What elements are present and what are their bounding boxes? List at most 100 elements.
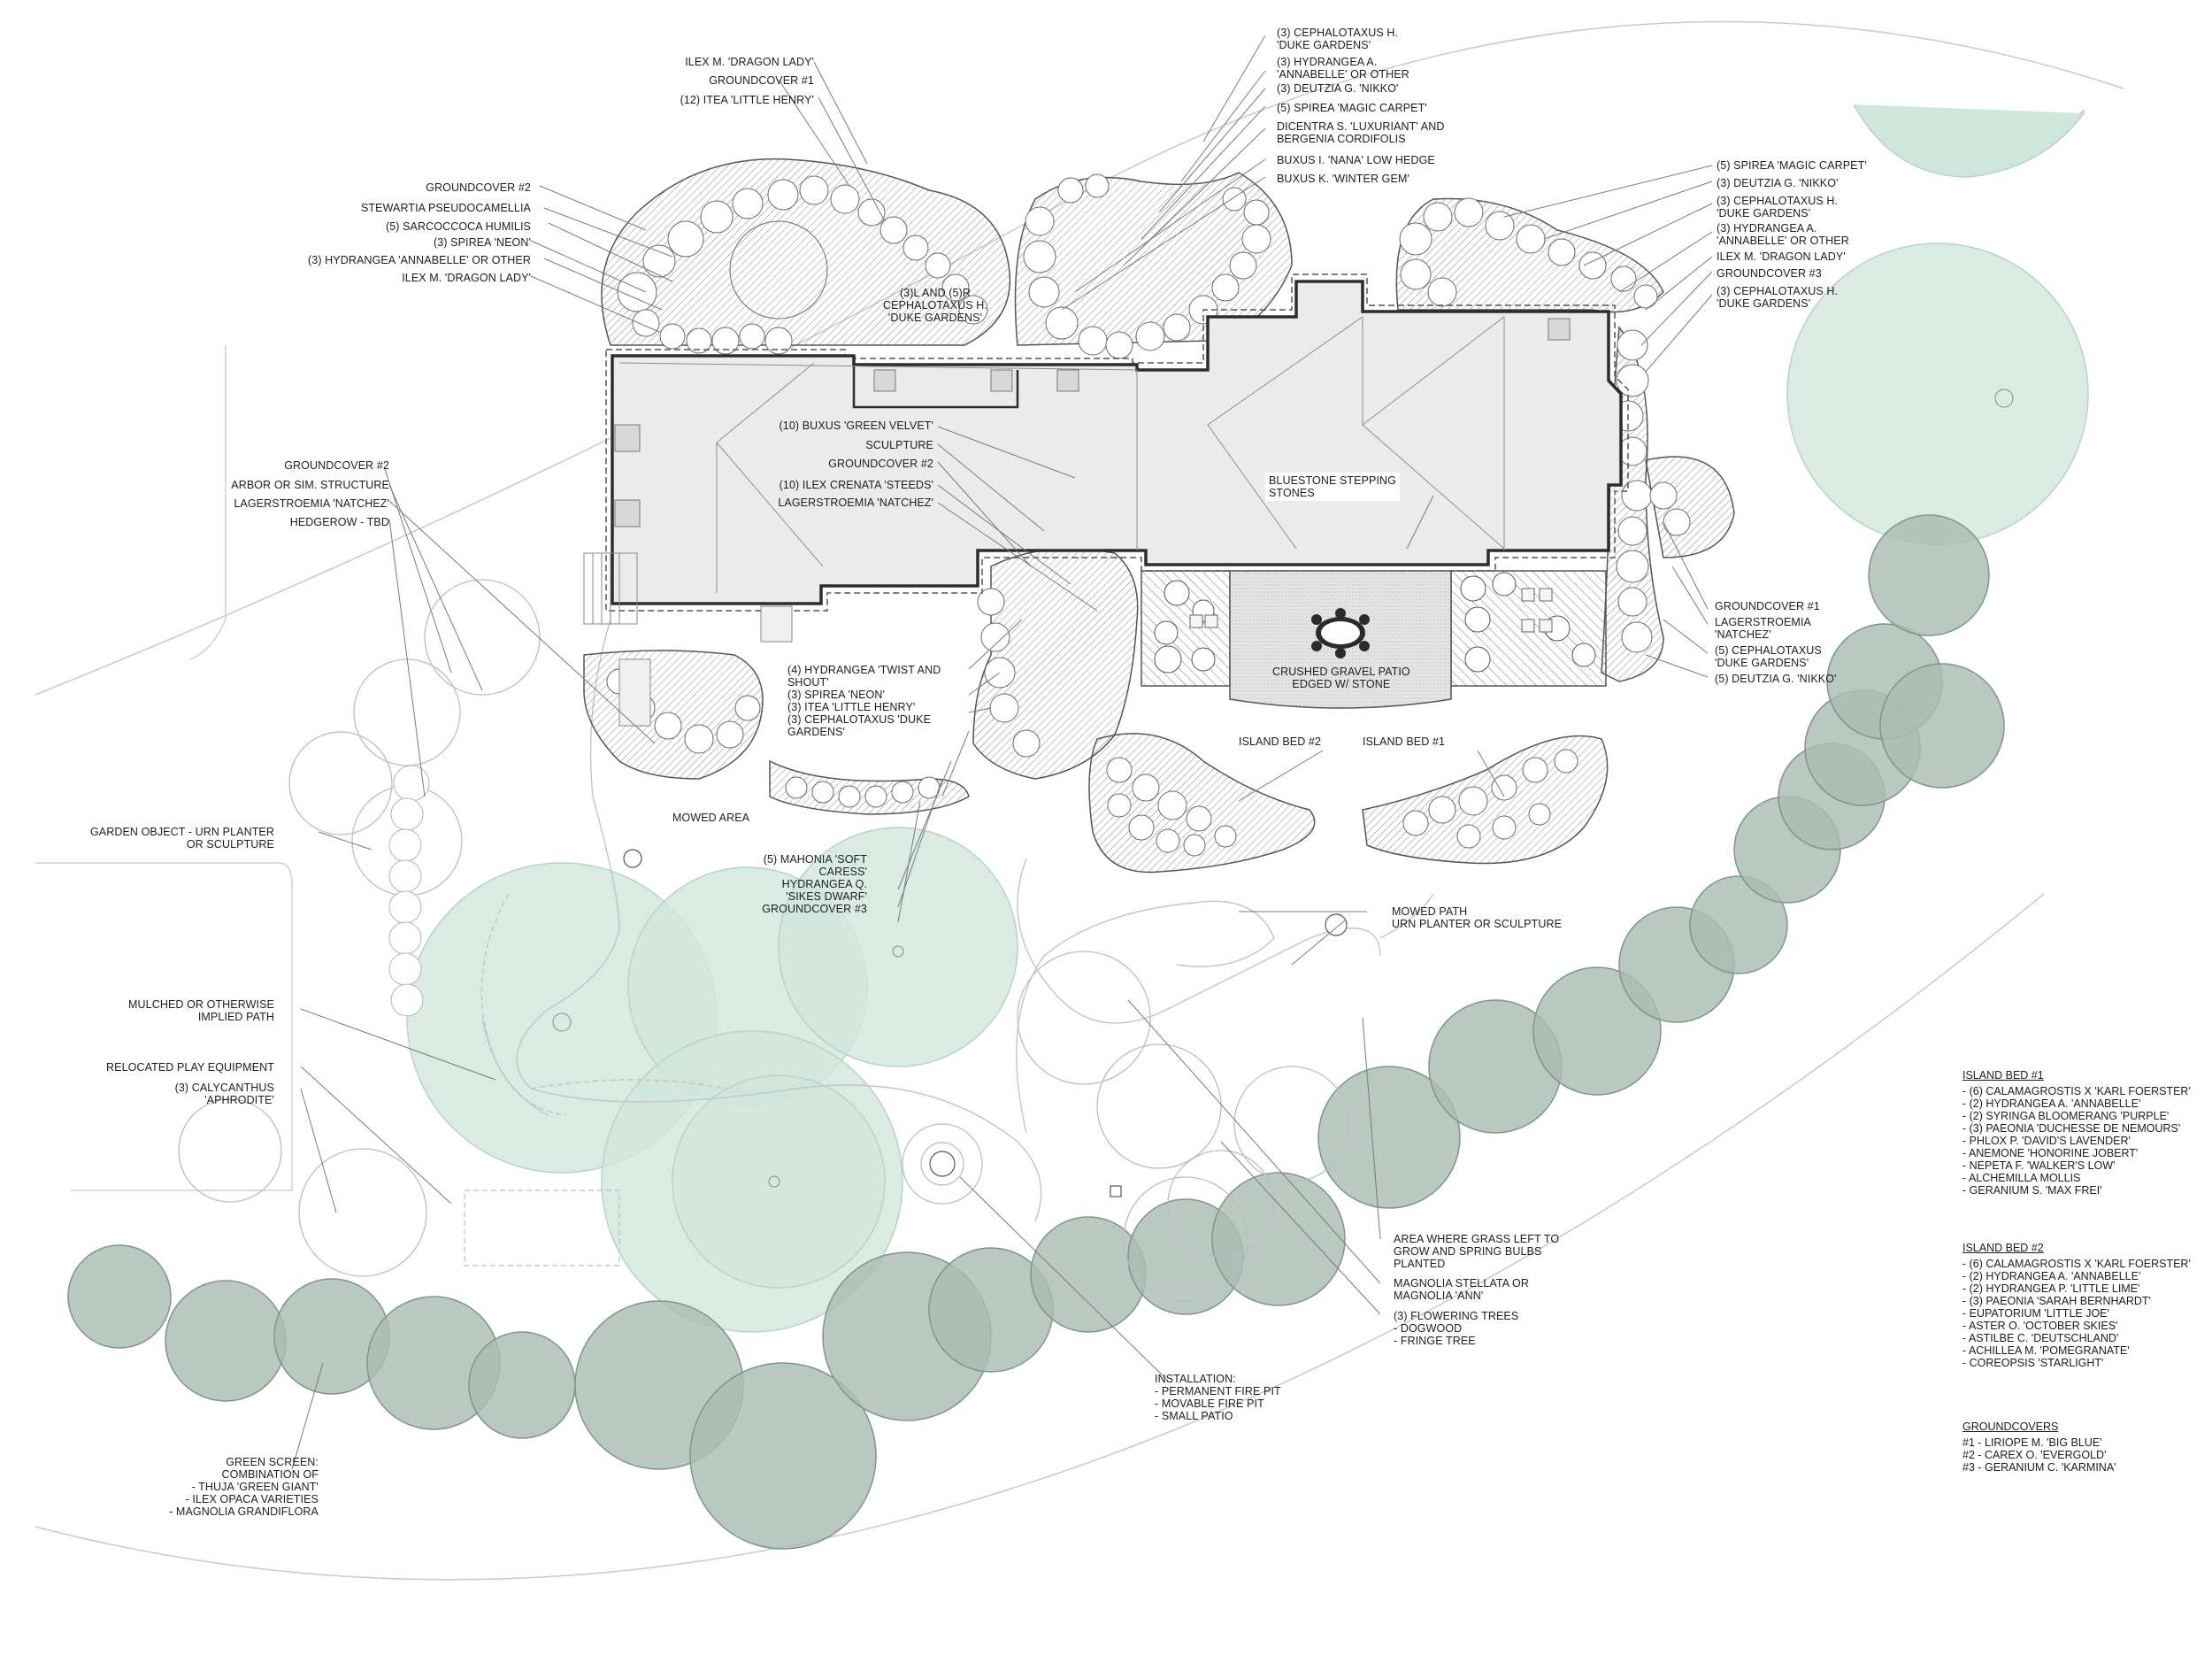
legend-item: - (3) PAEONIA 'SARAH BERNHARDT': [1962, 1295, 2151, 1307]
label-ne-cephalotaxus: (3) CEPHALOTAXUS H. 'DUKE GARDENS': [1717, 195, 1839, 219]
property-line-west2: [35, 862, 293, 1191]
label-cephalotaxus-l-r: (3)L AND (5)R CEPHALOTAXUS H. 'DUKE GARD…: [883, 287, 987, 324]
shrub-circles: [606, 173, 1691, 808]
house-wing-north: [852, 365, 1019, 409]
label-e-lagerstroemia: LAGERSTROEMIA 'NATCHEZ': [1715, 616, 1811, 641]
tree-canopy: [672, 1074, 886, 1289]
legend-item: - (2) HYDRANGEA P. 'LITTLE LIME': [1962, 1282, 2140, 1295]
screen-tree: [1689, 875, 1788, 974]
legend-item: - EUPATORIUM 'LITTLE JOE': [1962, 1307, 2109, 1320]
label-installation: INSTALLATION: - PERMANENT FIRE PIT - MOV…: [1155, 1373, 1281, 1422]
green-screen-trees: [67, 514, 2005, 1550]
legend-island-bed-2-title: ISLAND BED #2: [1962, 1242, 2044, 1254]
label-top-spirea: (5) SPIREA 'MAGIC CARPET': [1277, 102, 1427, 114]
label-groundcover1-top: GROUNDCOVER #1: [709, 74, 814, 87]
label-ilex-dragon-lady-top: ILEX M. 'DRAGON LADY': [685, 56, 814, 68]
mulched-path-dashed: [464, 893, 726, 1266]
small-object: [1110, 1185, 1122, 1197]
legend-item: - ANEMONE 'HONORINE JOBERT': [1962, 1147, 2139, 1159]
label-ilex-crenata: (10) ILEX CRENATA 'STEEDS': [779, 479, 933, 491]
legend-item: - (2) SYRINGA BLOOMERANG 'PURPLE': [1962, 1110, 2170, 1122]
label-ilex-dragon-lady-nw: ILEX M. 'DRAGON LADY': [402, 272, 531, 284]
fire-pit-ring: [920, 1142, 964, 1186]
label-top-cephalotaxus: (3) CEPHALOTAXUS H. 'DUKE GARDENS': [1277, 27, 1399, 51]
screen-tree: [689, 1362, 877, 1550]
legend-item: - ASTILBE C. 'DEUTSCHLAND': [1962, 1332, 2119, 1344]
label-groundcover2-c: GROUNDCOVER #2: [828, 458, 933, 470]
urn-planter-west: [623, 849, 642, 868]
label-hydrangea-twist: (4) HYDRANGEA 'TWIST AND SHOUT' (3) SPIR…: [787, 664, 941, 738]
label-mowed-area: MOWED AREA: [672, 812, 750, 824]
urn-planter-east: [1325, 913, 1348, 936]
roof-lines: [618, 316, 1505, 593]
hedgerow-circles: [388, 765, 430, 1017]
legend-item: #3 - GERANIUM C. 'KARMINA': [1962, 1461, 2116, 1474]
tree-canopy-top-right: [1853, 104, 2085, 178]
screen-tree: [1868, 514, 1990, 636]
legend-item: #2 - CAREX O. 'EVERGOLD': [1962, 1449, 2107, 1461]
house-outline: [611, 280, 1623, 605]
label-mowed-path: MOWED PATH URN PLANTER OR SCULPTURE: [1392, 905, 1563, 930]
label-sculpture: SCULPTURE: [865, 439, 933, 451]
legend-item: - (6) CALAMAGROSTIS X 'KARL FOERSTER': [1962, 1258, 2191, 1270]
label-hedgerow: HEDGEROW - TBD: [289, 516, 389, 528]
label-top-deutzia: (3) DEUTZIA G. 'NIKKO': [1277, 82, 1399, 95]
house: [605, 273, 1629, 612]
legend-island-bed-2: ISLAND BED #2 - (6) CALAMAGROSTIS X 'KAR…: [1962, 1242, 2191, 1369]
leader-lines: [291, 35, 1713, 1470]
fire-pit: [929, 1151, 956, 1177]
legend-item: - (3) PAEONIA 'DUCHESSE DE NEMOURS': [1962, 1122, 2181, 1135]
patio-furniture: [1189, 588, 1553, 633]
label-ne-ilex: ILEX M. 'DRAGON LADY': [1717, 250, 1846, 263]
label-dicentra: DICENTRA S. 'LUXURIANT' AND BERGENIA COR…: [1277, 120, 1445, 145]
tree-canopy: [778, 827, 1018, 1067]
label-relocated-play: RELOCATED PLAY EQUIPMENT: [106, 1061, 274, 1074]
legend-item: - (6) CALAMAGROSTIS X 'KARL FOERSTER': [1962, 1085, 2191, 1097]
label-ne-deutzia: (3) DEUTZIA G. 'NIKKO': [1717, 177, 1839, 189]
label-e-groundcover1: GROUNDCOVER #1: [1715, 600, 1820, 612]
legend-item: - (2) HYDRANGEA A. 'ANNABELLE': [1962, 1270, 2141, 1282]
legend-item: - ASTER O. 'OCTOBER SKIES': [1962, 1320, 2118, 1332]
label-hydrangea-annabelle-nw: (3) HYDRANGEA 'ANNABELLE' OR OTHER: [308, 254, 531, 266]
label-itea-little-henry: (12) ITEA 'LITTLE HENRY': [680, 94, 814, 106]
label-buxus-green-velvet: (10) BUXUS 'GREEN VELVET': [779, 420, 933, 432]
label-buxus-winter: BUXUS K. 'WINTER GEM': [1277, 173, 1409, 185]
label-island-bed2: ISLAND BED #2: [1239, 735, 1322, 748]
urn-planters: [623, 849, 1348, 1205]
legend-item: - (2) HYDRANGEA A. 'ANNABELLE': [1962, 1097, 2141, 1110]
island-beds: [1088, 733, 1609, 874]
label-e-deutzia: (5) DEUTZIA G. 'NIKKO': [1715, 673, 1837, 685]
label-ne-hydrangea: (3) HYDRANGEA A. 'ANNABELLE' OR OTHER: [1717, 222, 1849, 247]
label-sarcococca: (5) SARCOCCOCA HUMILIS: [385, 220, 531, 233]
legend-item: - ALCHEMILLA MOLLIS: [1962, 1172, 2081, 1184]
legend-item: - NEPETA F. 'WALKER'S LOW': [1962, 1159, 2116, 1172]
legend-groundcovers-title: GROUNDCOVERS: [1962, 1420, 2059, 1433]
label-buxus-nana: BUXUS I. 'NANA' LOW HEDGE: [1277, 154, 1435, 166]
legend-island-bed-1: ISLAND BED #1 - (6) CALAMAGROSTIS X 'KAR…: [1962, 1069, 2191, 1197]
property-line-west: [189, 345, 227, 660]
arbor-structure: [583, 552, 793, 727]
label-magnolia-stellata: MAGNOLIA STELLATA OR MAGNOLIA 'ANN': [1394, 1277, 1529, 1302]
patio-planter-circles: [1154, 572, 1596, 674]
label-ne-groundcover3: GROUNDCOVER #3: [1717, 267, 1822, 280]
legend-item: - GERANIUM S. 'MAX FREI': [1962, 1184, 2102, 1197]
label-flowering-trees: (3) FLOWERING TREES - DOGWOOD - FRINGE T…: [1394, 1310, 1519, 1347]
screen-tree: [67, 1244, 172, 1349]
tree-center-markers: [552, 389, 2014, 1188]
legend-item: - COREOPSIS 'STARLIGHT': [1962, 1357, 2104, 1369]
bed-north-west: [601, 158, 1011, 346]
label-mulched-path: MULCHED OR OTHERWISE IMPLIED PATH: [128, 998, 274, 1023]
legend-groundcovers: GROUNDCOVERS #1 - LIRIOPE M. 'BIG BLUE' …: [1962, 1420, 2116, 1474]
label-island-bed1: ISLAND BED #1: [1363, 735, 1446, 748]
label-stewartia: STEWARTIA PSEUDOCAMELLIA: [360, 202, 531, 214]
patio-area: [1141, 570, 1607, 709]
label-top-hydrangea: (3) HYDRANGEA A. 'ANNABELLE' OR OTHER: [1277, 56, 1409, 81]
label-arbor: ARBOR OR SIM. STRUCTURE: [231, 479, 389, 491]
outline-trees: [178, 579, 1350, 1302]
property-boundary-arc-south: [35, 893, 2045, 1581]
screen-tree: [1879, 663, 2005, 789]
label-groundcover2-nw: GROUNDCOVER #2: [426, 181, 531, 194]
legend-item: - PHLOX P. 'DAVID'S LAVENDER': [1962, 1135, 2131, 1147]
label-bluestone: BLUESTONE STEPPING STONES: [1265, 473, 1400, 501]
